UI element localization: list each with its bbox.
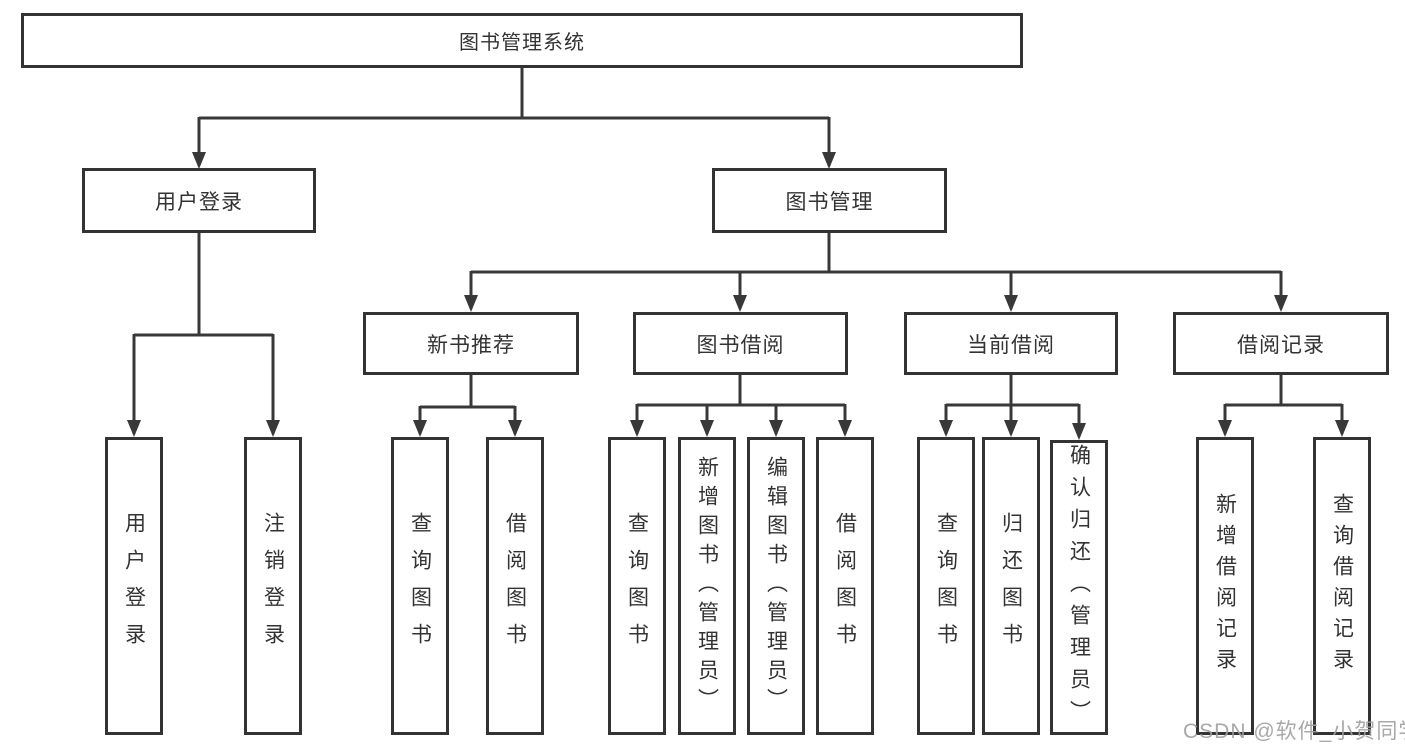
connector-root-split bbox=[197, 67, 831, 166]
node-root: 图书管理系统 bbox=[21, 13, 1023, 68]
leaf-newbook-borrow-label: 借阅图书 bbox=[503, 512, 527, 660]
leaf-borrow-edit-admin: 编辑图书（管理员） bbox=[747, 437, 805, 735]
leaf-borrow-book-label: 借阅图书 bbox=[833, 512, 857, 660]
node-book-mgmt: 图书管理 bbox=[712, 168, 947, 233]
leaf-borrow-query-label: 查询图书 bbox=[625, 512, 649, 660]
connector-user-login bbox=[132, 232, 275, 434]
connector-current-borrow bbox=[944, 374, 1081, 437]
leaf-return-book: 归还图书 bbox=[982, 437, 1040, 735]
connector-book-borrow bbox=[635, 374, 847, 434]
leaf-borrow-edit-admin-label: 编辑图书（管理员） bbox=[764, 455, 788, 717]
connector-new-book bbox=[418, 374, 517, 434]
leaf-return-book-label: 归还图书 bbox=[999, 512, 1023, 660]
csdn-watermark: CSDN @软件_小贺同学 bbox=[1183, 720, 1405, 743]
node-book-borrow: 图书借阅 bbox=[633, 312, 848, 375]
node-user-login: 用户登录 bbox=[82, 168, 316, 233]
connector-borrow-record bbox=[1223, 374, 1344, 434]
leaf-query-record-label: 查询借阅记录 bbox=[1330, 493, 1354, 679]
leaf-borrow-book: 借阅图书 bbox=[816, 437, 874, 735]
leaf-borrow-add-admin-label: 新增图书（管理员） bbox=[695, 455, 719, 717]
leaf-confirm-return-admin: 确认归还（管理员） bbox=[1050, 440, 1108, 735]
leaf-borrow-query: 查询图书 bbox=[608, 437, 666, 735]
leaf-newbook-query-label: 查询图书 bbox=[408, 512, 432, 660]
leaf-user-login: 用户登录 bbox=[105, 437, 163, 735]
leaf-current-query-label: 查询图书 bbox=[934, 512, 958, 660]
node-new-book-rec: 新书推荐 bbox=[363, 312, 579, 375]
node-current-borrow: 当前借阅 bbox=[904, 312, 1118, 375]
leaf-query-record: 查询借阅记录 bbox=[1313, 437, 1371, 735]
leaf-logout: 注销登录 bbox=[244, 437, 302, 735]
connector-book-mgmt bbox=[469, 232, 1283, 309]
leaf-newbook-query: 查询图书 bbox=[391, 437, 449, 735]
leaf-user-login-label: 用户登录 bbox=[122, 512, 146, 660]
leaf-add-record-label: 新增借阅记录 bbox=[1213, 493, 1237, 679]
leaf-borrow-add-admin: 新增图书（管理员） bbox=[678, 437, 736, 735]
leaf-logout-label: 注销登录 bbox=[261, 512, 285, 660]
leaf-confirm-return-admin-label: 确认归还（管理员） bbox=[1067, 443, 1091, 732]
node-borrow-record: 借阅记录 bbox=[1173, 312, 1389, 375]
leaf-current-query: 查询图书 bbox=[917, 437, 975, 735]
leaf-newbook-borrow: 借阅图书 bbox=[486, 437, 544, 735]
leaf-add-record: 新增借阅记录 bbox=[1196, 437, 1254, 735]
